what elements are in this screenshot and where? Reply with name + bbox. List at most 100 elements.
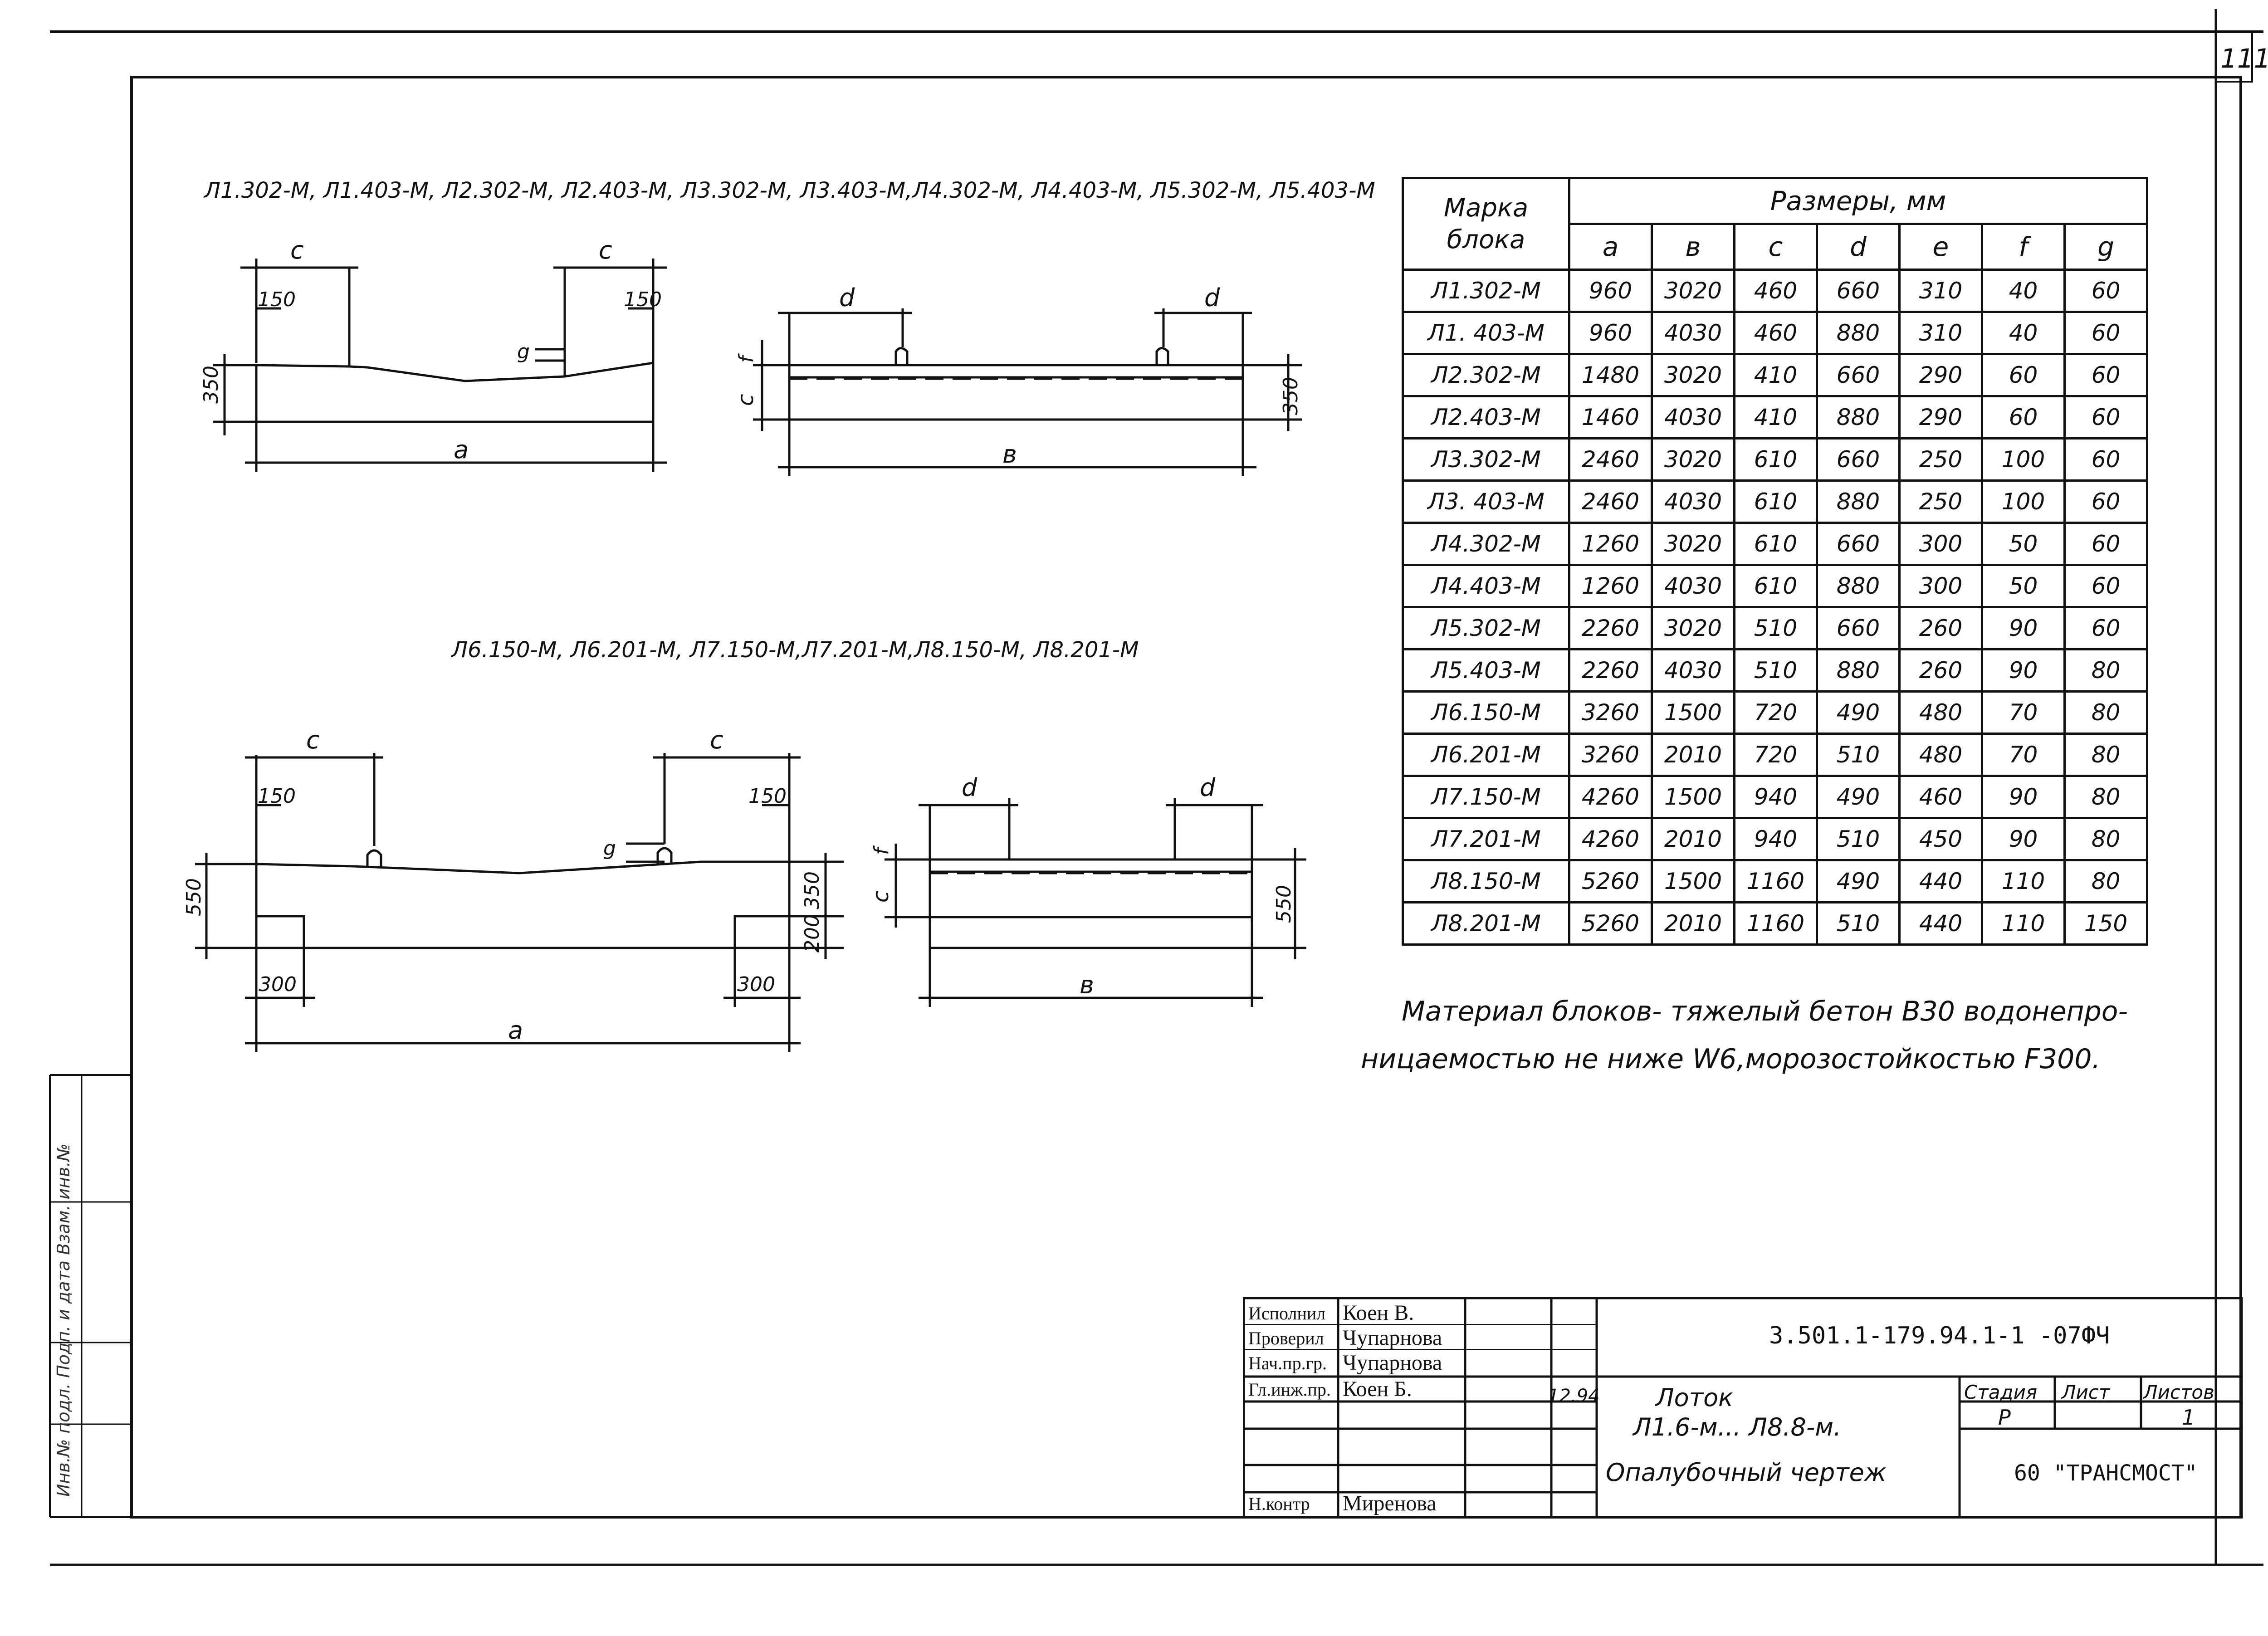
- dimension-cell: 3260: [1568, 733, 1653, 777]
- dimension-cell: 60: [2063, 437, 2148, 482]
- dimension-cell: 440: [1898, 901, 1983, 946]
- dim-150-right: 150: [748, 785, 787, 808]
- organization: 60 "ТРАНСМОСТ": [2014, 1460, 2198, 1486]
- dimension-cell: 310: [1898, 269, 1983, 313]
- dimension-cell: 3260: [1568, 690, 1653, 735]
- signature-name: Коен В.: [1343, 1301, 1414, 1325]
- dim-b: в: [1002, 440, 1017, 469]
- block-mark-cell: Л2.302-М: [1402, 353, 1570, 397]
- block-mark-cell: Л1. 403-М: [1402, 311, 1570, 355]
- dimension-cell: 4030: [1651, 479, 1735, 524]
- dimension-cell: 880: [1816, 564, 1901, 608]
- dimension-cell: 490: [1816, 775, 1901, 819]
- mark-header: Марка блока: [1402, 177, 1570, 271]
- dim-c-right: с: [710, 726, 723, 754]
- dim-g: g: [603, 837, 616, 860]
- dimension-cell: 660: [1816, 269, 1901, 313]
- dimension-cell: 1500: [1651, 690, 1735, 735]
- dimension-cell: 660: [1816, 353, 1901, 397]
- date: 12.94: [1548, 1386, 1600, 1406]
- dimension-cell: 510: [1816, 733, 1901, 777]
- dimension-cell: 2260: [1568, 648, 1653, 693]
- dimension-cell: 3020: [1651, 606, 1735, 650]
- signature-name: Коен Б.: [1343, 1377, 1412, 1401]
- dimension-cell: 610: [1733, 522, 1818, 566]
- dimension-cell: 90: [1981, 648, 2066, 693]
- dimension-cell: 460: [1733, 311, 1818, 355]
- dim-150-right: 150: [624, 288, 662, 311]
- dimension-cell: 80: [2063, 817, 2148, 861]
- dimension-cell: 940: [1733, 817, 1818, 861]
- signature-role: Н.контр: [1248, 1494, 1310, 1514]
- dimension-cell: 480: [1898, 690, 1983, 735]
- block-mark-cell: Л7.201-М: [1402, 817, 1570, 861]
- block-mark-cell: Л8.201-М: [1402, 901, 1570, 946]
- dimension-cell: 510: [1733, 648, 1818, 693]
- elevation-drawing-bottom: с с 150 150 g 550 350 200 300 300 а: [182, 726, 844, 1052]
- dimension-cell: 1500: [1651, 775, 1735, 819]
- dim-c: с: [868, 891, 894, 903]
- dimension-cell: 960: [1568, 311, 1653, 355]
- dim-d-left: d: [962, 773, 978, 802]
- column-header: d: [1816, 223, 1901, 271]
- title-line-3: Опалубочный чертеж: [1606, 1458, 1887, 1487]
- dimension-cell: 720: [1733, 733, 1818, 777]
- block-mark-cell: Л1.302-М: [1402, 269, 1570, 313]
- dimension-cell: 2460: [1568, 479, 1653, 524]
- dim-d-right: d: [1200, 773, 1216, 802]
- dimension-cell: 880: [1816, 395, 1901, 440]
- dimension-cell: 100: [1981, 437, 2066, 482]
- dimension-cell: 80: [2063, 775, 2148, 819]
- dimension-cell: 310: [1898, 311, 1983, 355]
- dimension-cell: 3020: [1651, 269, 1735, 313]
- material-note-line-2: ницаемостью не ниже W6,морозостойкостью …: [1361, 1043, 2101, 1075]
- dimension-cell: 440: [1898, 859, 1983, 903]
- dimension-cell: 1260: [1568, 564, 1653, 608]
- dim-d-right: d: [1204, 283, 1220, 312]
- stage-header: Стадия: [1964, 1381, 2038, 1403]
- dimension-cell: 300: [1898, 564, 1983, 608]
- dim-f: f: [870, 845, 893, 855]
- dimension-cell: 510: [1816, 817, 1901, 861]
- signature-role: Проверил: [1248, 1328, 1324, 1348]
- side-drawing-bottom: d d f с 550 в: [868, 773, 1306, 1007]
- dimension-cell: 260: [1898, 606, 1983, 650]
- dimension-cell: 40: [1981, 311, 2066, 355]
- sheet-number: 111: [2220, 43, 2268, 74]
- signature-role: Гл.инж.пр.: [1248, 1379, 1331, 1400]
- dimension-cell: 610: [1733, 564, 1818, 608]
- dimension-cell: 250: [1898, 479, 1983, 524]
- title-block-frame: [1243, 1297, 2243, 1519]
- block-mark-cell: Л3. 403-М: [1402, 479, 1570, 524]
- dimension-cell: 90: [1981, 817, 2066, 861]
- dim-c-right: с: [599, 236, 612, 264]
- dimension-cell: 290: [1898, 353, 1983, 397]
- dimension-cell: 2010: [1651, 901, 1735, 946]
- dim-c: с: [733, 394, 758, 406]
- elevation-drawing-top: с с 150 150 g 350 а: [200, 236, 667, 472]
- dim-300-right: 300: [737, 973, 775, 996]
- dimension-cell: 70: [1981, 690, 2066, 735]
- dim-150-left: 150: [258, 288, 296, 311]
- dimension-cell: 60: [2063, 606, 2148, 650]
- dim-g: g: [517, 340, 530, 363]
- dimension-cell: 5260: [1568, 901, 1653, 946]
- dim-d-left: d: [839, 283, 855, 312]
- dimension-cell: 1460: [1568, 395, 1653, 440]
- dimension-cell: 1500: [1651, 859, 1735, 903]
- dimension-cell: 610: [1733, 479, 1818, 524]
- dimension-cell: 80: [2063, 733, 2148, 777]
- dimension-cell: 610: [1733, 437, 1818, 482]
- block-mark-cell: Л6.150-М: [1402, 690, 1570, 735]
- dim-a: а: [454, 435, 469, 464]
- dimension-cell: 4030: [1651, 311, 1735, 355]
- column-header: с: [1733, 223, 1818, 271]
